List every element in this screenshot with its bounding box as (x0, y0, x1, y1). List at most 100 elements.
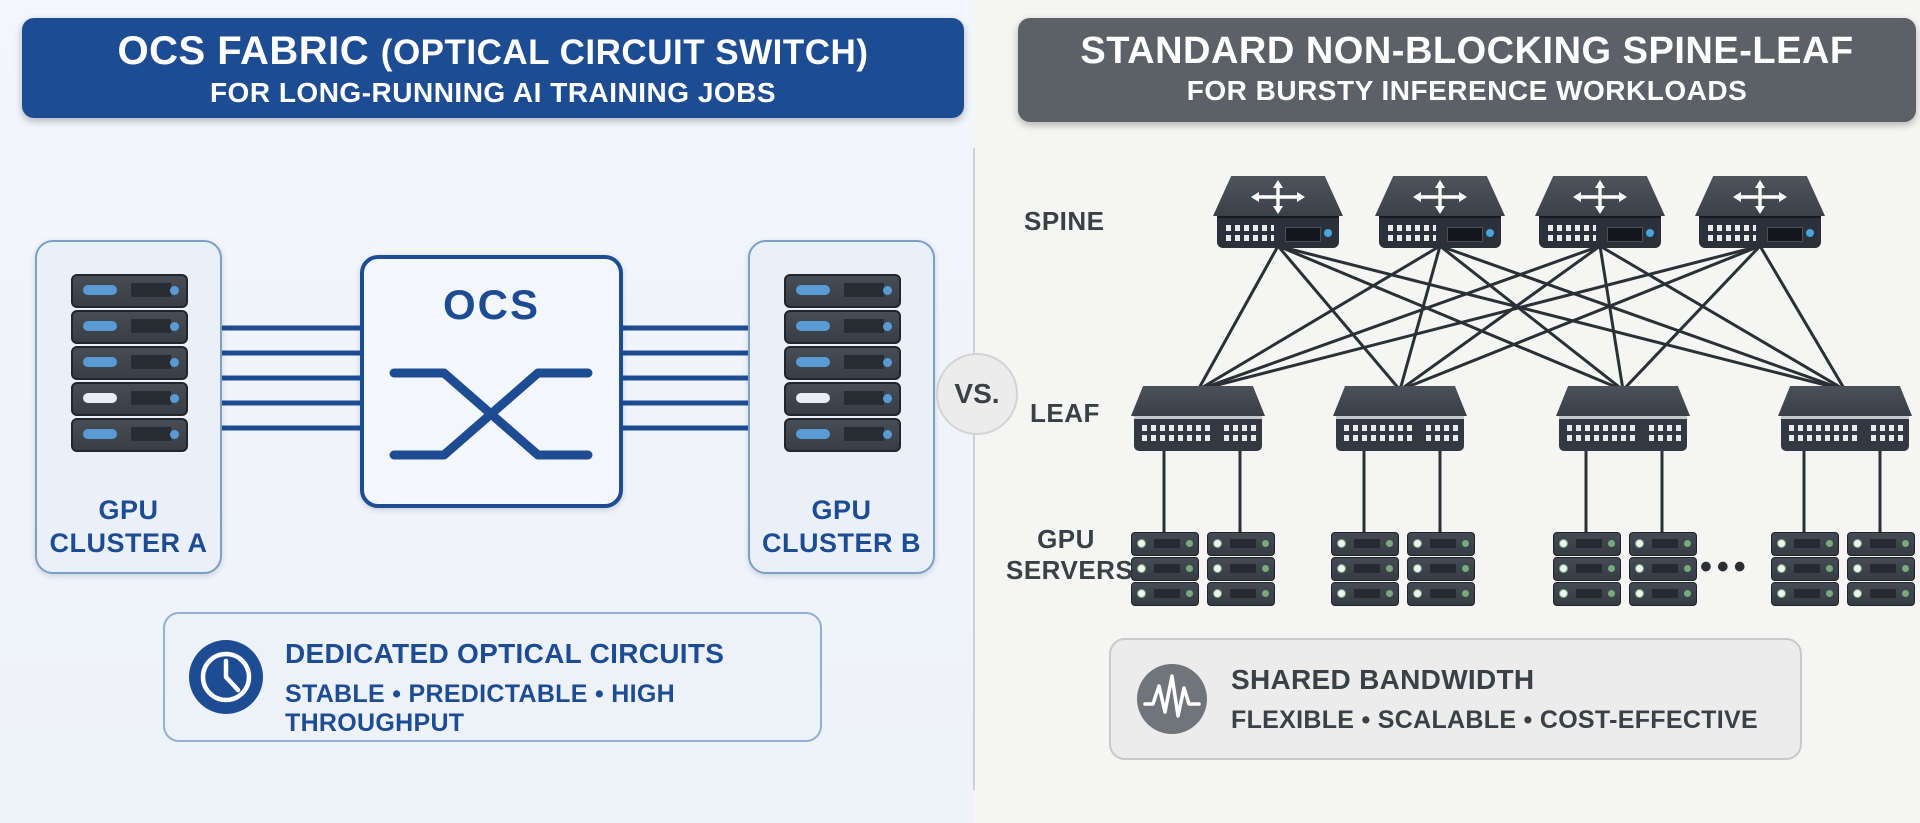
cluster-b-label: GPU CLUSTER B (762, 495, 921, 558)
server-unit (71, 346, 188, 380)
right-header: STANDARD NON-BLOCKING SPINE-LEAF FOR BUR… (1018, 18, 1916, 122)
left-info-box: DEDICATED OPTICAL CIRCUITS STABLE • PRED… (163, 612, 822, 742)
vs-badge: VS. (936, 353, 1018, 435)
server-unit (1629, 557, 1697, 581)
leaf-switch-4 (1778, 386, 1912, 451)
switch-top-face (1213, 176, 1343, 216)
switch-ports (1224, 425, 1256, 441)
switch-ports (1344, 425, 1414, 441)
switch-top-face (1778, 386, 1912, 416)
spine-switch-3 (1535, 176, 1665, 248)
gpu-server-tower (1131, 532, 1199, 606)
leaf-row-label: LEAF (1030, 398, 1100, 428)
server-unit (1207, 557, 1275, 581)
cross-arrows-icon (1733, 180, 1787, 214)
status-led-icon (1646, 229, 1654, 237)
switch-display (1285, 227, 1321, 242)
server-unit (1771, 557, 1839, 581)
gpu-servers-row-label: GPU SERVERS (1006, 524, 1134, 585)
ocs-switch-box: OCS (360, 255, 623, 508)
gpu-server-tower (1629, 532, 1697, 606)
server-unit (71, 310, 188, 344)
left-header-subtitle: FOR LONG-RUNNING AI TRAINING JOBS (209, 77, 777, 108)
switch-front-face (1217, 216, 1339, 248)
leaf-switch-1 (1131, 386, 1265, 451)
gpu-server-tower (1407, 532, 1475, 606)
switch-top-face (1695, 176, 1825, 216)
switch-ports (1708, 225, 1756, 241)
left-info-title: DEDICATED OPTICAL CIRCUITS (285, 638, 725, 669)
server-unit (1131, 532, 1199, 556)
server-unit (1553, 532, 1621, 556)
switch-top-face (1556, 386, 1690, 416)
switch-ports (1567, 425, 1637, 441)
leaf-switch-2 (1333, 386, 1467, 451)
server-unit (71, 418, 188, 452)
vertical-divider (973, 148, 975, 790)
optical-crossbar-icon (389, 368, 593, 460)
more-servers-ellipsis: ••• (1700, 548, 1751, 586)
server-unit (1847, 557, 1915, 581)
right-header-title: STANDARD NON-BLOCKING SPINE-LEAF (1080, 30, 1854, 72)
server-unit (1629, 582, 1697, 606)
server-unit (1207, 582, 1275, 606)
switch-front-face (1699, 216, 1821, 248)
switch-ports (1871, 425, 1903, 441)
right-header-subtitle: FOR BURSTY INFERENCE WORKLOADS (1186, 75, 1748, 106)
server-unit (71, 382, 188, 416)
right-info-box: SHARED BANDWIDTH FLEXIBLE • SCALABLE • C… (1109, 638, 1802, 760)
cross-arrows-icon (1573, 180, 1627, 214)
switch-top-face (1131, 386, 1265, 416)
spine-switch-1 (1213, 176, 1343, 248)
server-unit (1629, 532, 1697, 556)
server-unit (1847, 532, 1915, 556)
switch-top-face (1375, 176, 1505, 216)
server-unit (1847, 582, 1915, 606)
server-unit (784, 310, 901, 344)
server-unit (784, 418, 901, 452)
gpu-server-tower (1847, 532, 1915, 606)
switch-front-face (1134, 416, 1262, 451)
switch-ports (1388, 225, 1436, 241)
server-unit (1407, 582, 1475, 606)
switch-display (1767, 227, 1803, 242)
cross-arrows-icon (1251, 180, 1305, 214)
cluster-a-label: GPU CLUSTER A (49, 495, 208, 558)
ocs-label: OCS (442, 281, 540, 328)
switch-front-face (1379, 216, 1501, 248)
switch-ports (1548, 225, 1596, 241)
clock-icon (189, 640, 263, 714)
switch-ports (1649, 425, 1681, 441)
switch-top-face (1333, 386, 1467, 416)
gpu-server-tower (1553, 532, 1621, 606)
right-info-title: SHARED BANDWIDTH (1231, 664, 1535, 695)
switch-ports (1426, 425, 1458, 441)
switch-front-face (1559, 416, 1687, 451)
left-info-subtitle: STABLE • PREDICTABLE • HIGH THROUGHPUT (285, 680, 675, 737)
switch-front-face (1336, 416, 1464, 451)
gpu-server-tower (1207, 532, 1275, 606)
waveform-icon (1137, 664, 1207, 734)
switch-display (1447, 227, 1483, 242)
gpu-cluster-b-box: GPU CLUSTER B (748, 240, 935, 574)
cross-arrows-icon (1413, 180, 1467, 214)
server-unit (1331, 582, 1399, 606)
right-info-subtitle: FLEXIBLE • SCALABLE • COST-EFFECTIVE (1231, 706, 1758, 734)
switch-top-face (1535, 176, 1665, 216)
server-unit (1207, 532, 1275, 556)
server-unit (1553, 557, 1621, 581)
spine-row-label: SPINE (1024, 206, 1105, 236)
gpu-server-tower (1331, 532, 1399, 606)
server-unit (784, 382, 901, 416)
left-header: OCS FABRIC (OPTICAL CIRCUIT SWITCH) FOR … (22, 18, 964, 118)
server-unit (784, 274, 901, 308)
spine-switch-2 (1375, 176, 1505, 248)
server-unit (1131, 582, 1199, 606)
gpu-cluster-a-box: GPU CLUSTER A (35, 240, 222, 574)
switch-front-face (1781, 416, 1909, 451)
left-header-title: OCS FABRIC (OPTICAL CIRCUIT SWITCH) (117, 29, 869, 73)
status-led-icon (1486, 229, 1494, 237)
server-unit (1407, 532, 1475, 556)
